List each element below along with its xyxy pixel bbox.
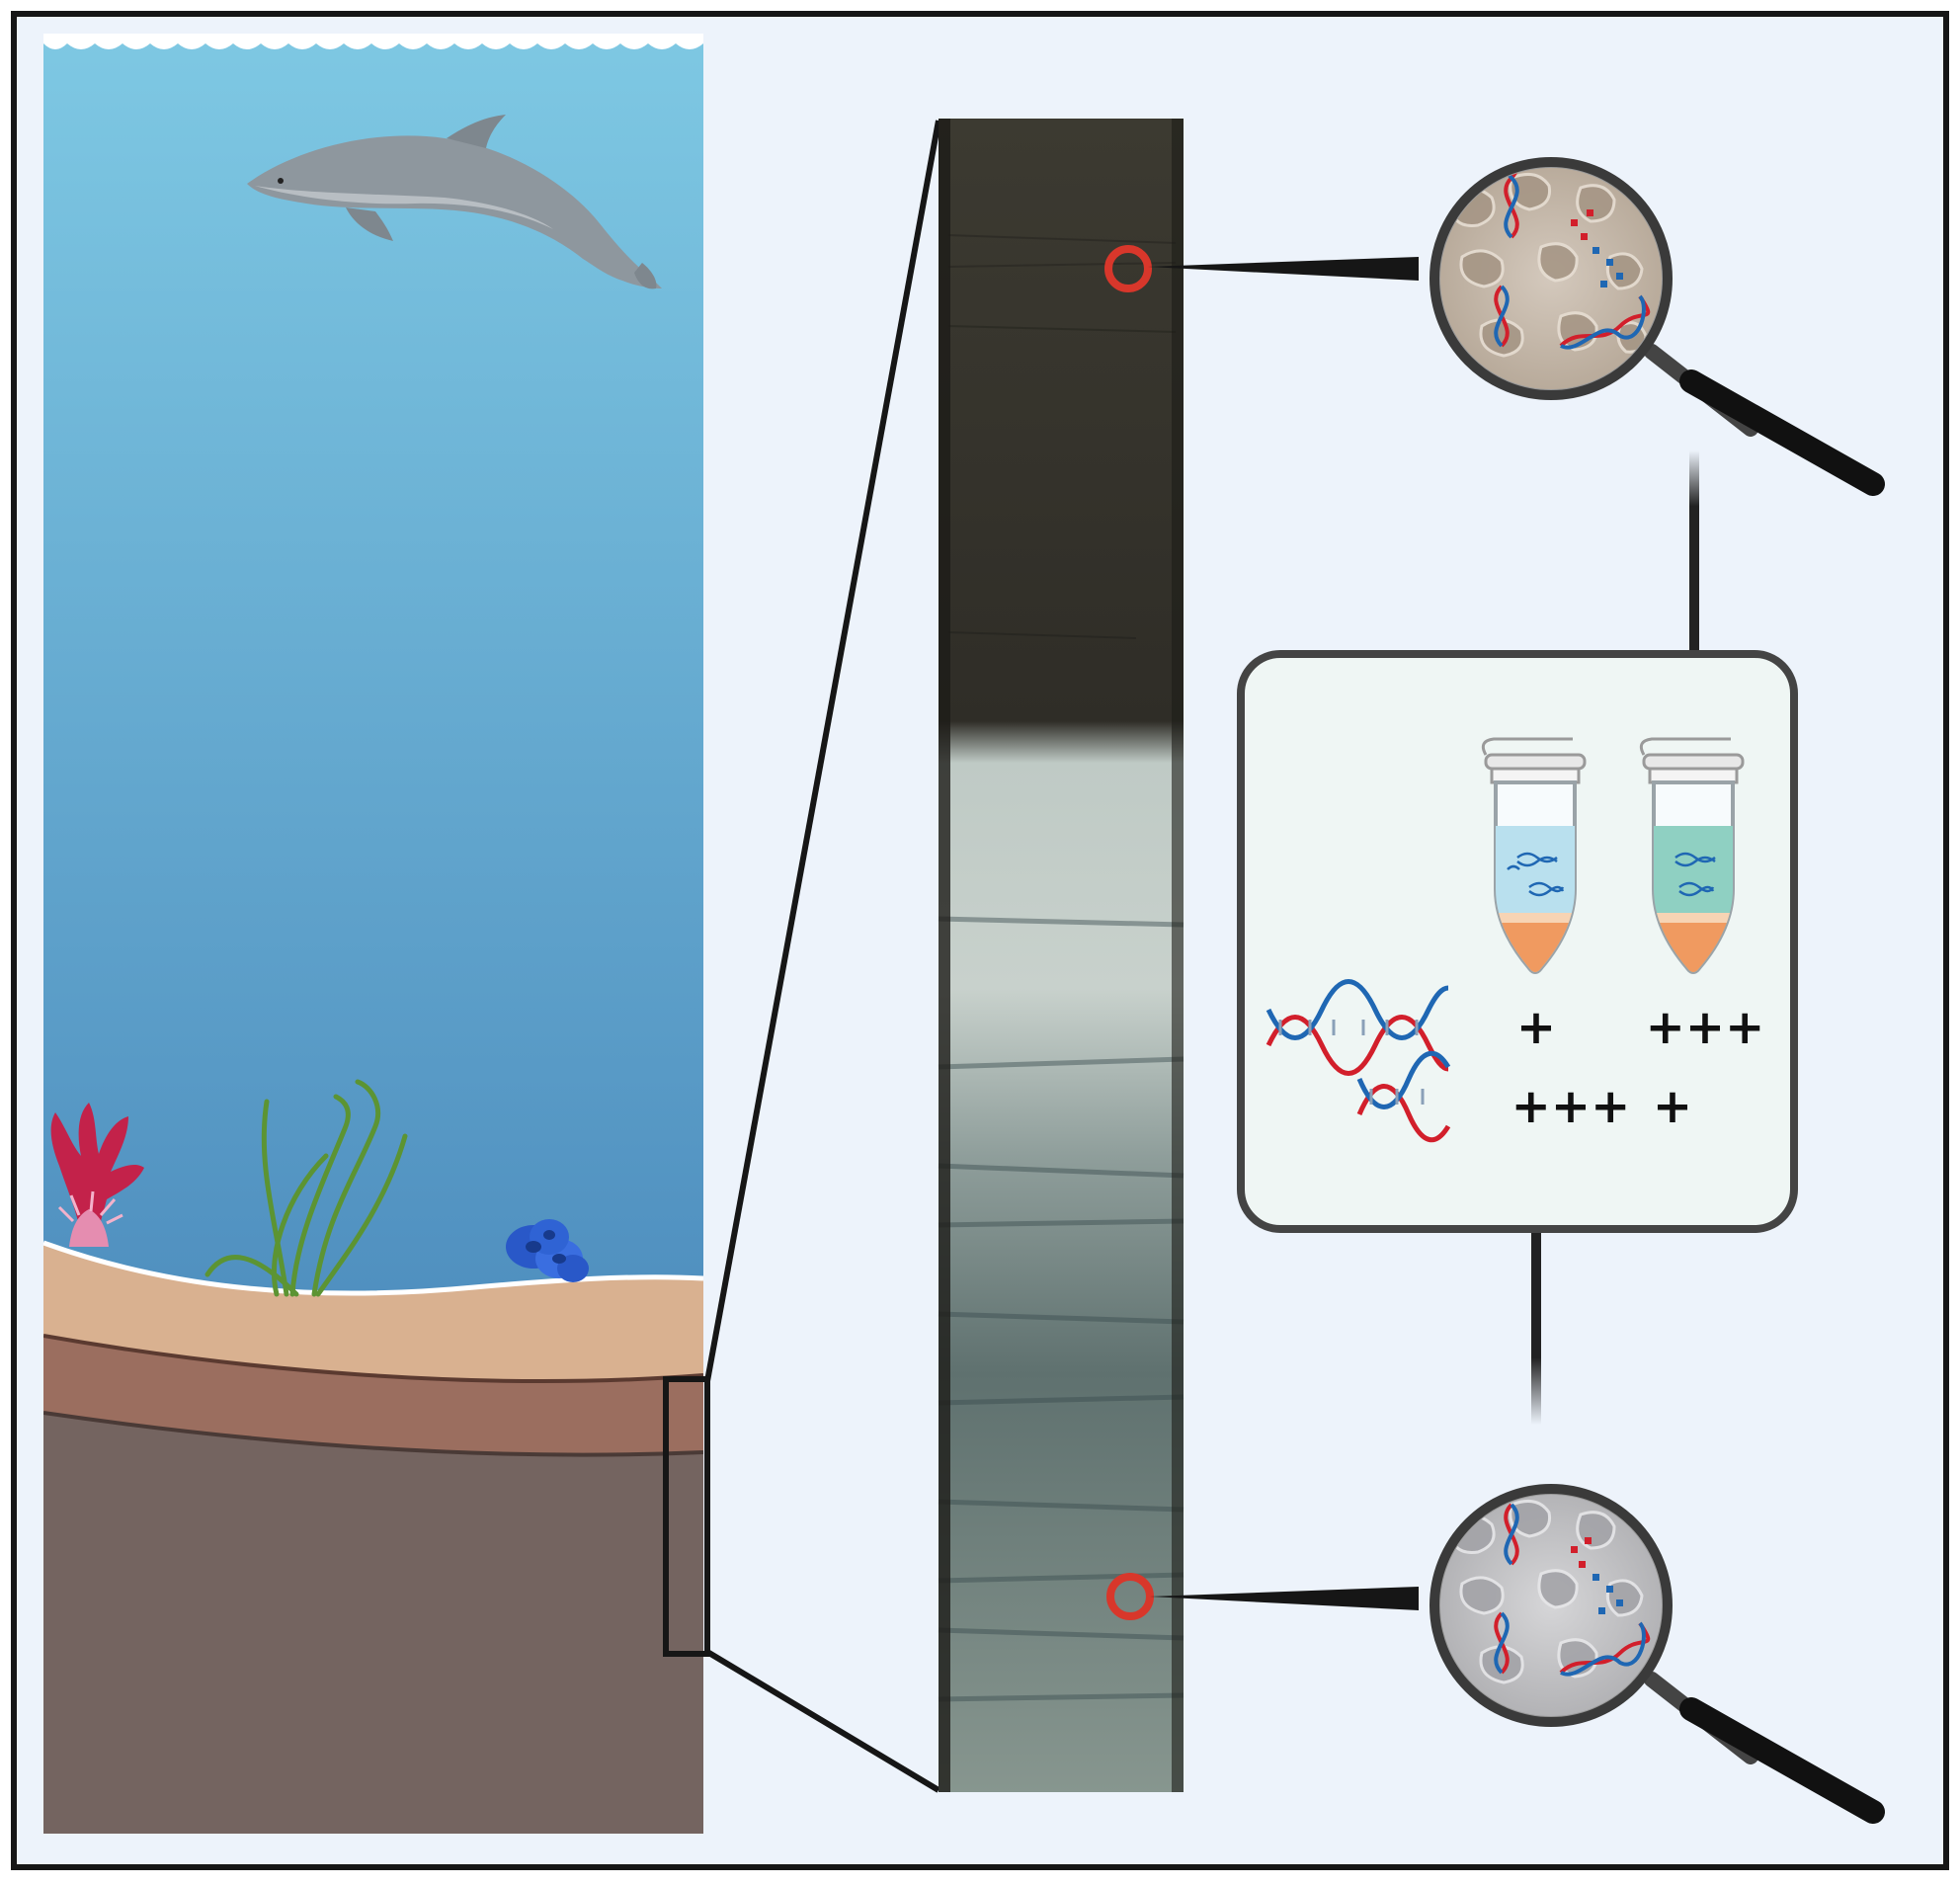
deep-sediment-layer [43, 1413, 703, 1834]
arrow-up-shaft [1531, 1201, 1541, 1425]
clay-layer [43, 1336, 703, 1455]
ocean-column [43, 34, 703, 1834]
zoom-line-top [704, 120, 941, 1382]
sediment-core [938, 119, 1184, 1792]
water-surface-waves [43, 34, 703, 49]
arrow-down-shaft [1689, 451, 1699, 674]
magnifier-lower-sample-icon [1429, 1484, 1885, 1824]
result-long-dna-tube-1: + [1516, 1000, 1556, 1055]
dolphin-icon [247, 115, 662, 289]
callout-pointer-upper [1148, 257, 1419, 281]
red-coral-icon [50, 1103, 144, 1247]
dna-strands-upper [1494, 168, 1651, 350]
dna-strands-lower [1494, 1503, 1651, 1677]
zoom-line-bottom [705, 1649, 940, 1793]
sand-layer [43, 1243, 703, 1382]
dna-in-tube-2 [1674, 852, 1716, 897]
seagrass-icon [204, 1079, 408, 1297]
dna-fragments-upper [1571, 209, 1623, 287]
magnifier-upper-sample-icon [1429, 157, 1885, 496]
sample-marker-upper[interactable] [1104, 245, 1152, 292]
result-short-dna-tube-1: +++ [1511, 1079, 1631, 1134]
long-dna-fragment-icon [1266, 979, 1449, 1076]
blue-sponge-icon [506, 1219, 589, 1282]
callout-pointer-lower [1150, 1587, 1419, 1610]
core-location-box [663, 1376, 710, 1657]
result-short-dna-tube-2: + [1653, 1079, 1692, 1134]
result-long-dna-tube-2: +++ [1646, 1000, 1765, 1055]
dna-fragments-lower [1571, 1537, 1623, 1614]
dna-in-tube-1 [1507, 852, 1565, 897]
short-dna-fragment-icon [1356, 1050, 1451, 1143]
